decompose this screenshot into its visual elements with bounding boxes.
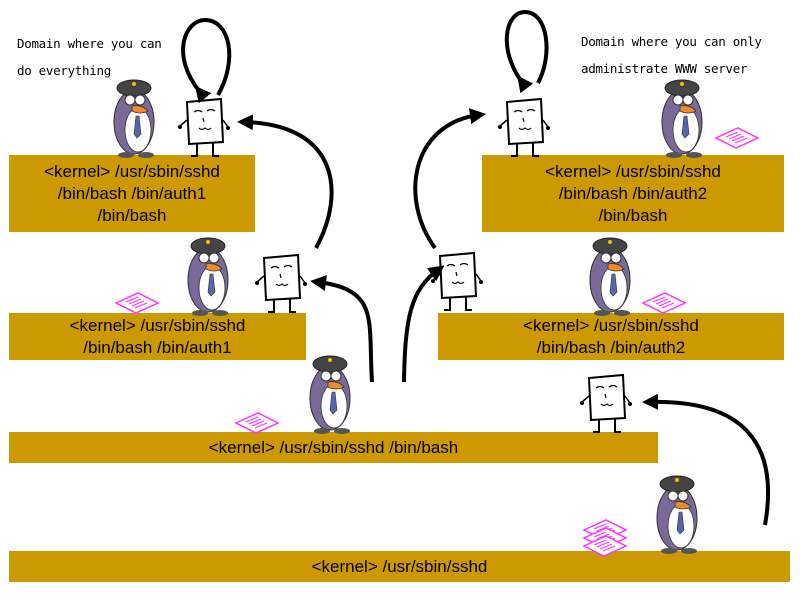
caption-line: Domain where you can only	[581, 34, 762, 49]
self-loop-arrow-icon	[504, 9, 549, 94]
domain-block-bash: <kernel> /usr/sbin/sshd /bin/bash	[9, 432, 658, 463]
block-line: /bin/bash /bin/auth1	[83, 337, 232, 357]
block-line: <kernel> /usr/sbin/sshd	[545, 161, 721, 181]
block-line: /bin/bash	[598, 205, 668, 225]
policy-document-icon	[715, 127, 759, 149]
transition-arrow-icon	[237, 114, 334, 249]
transition-arrow-icon	[310, 275, 374, 383]
process-paper-icon	[254, 254, 308, 313]
process-paper-icon	[579, 374, 633, 433]
caption-line: do everything	[17, 63, 111, 78]
block-line: /bin/bash /bin/auth2	[536, 337, 686, 357]
domain-block-auth2-bash: <kernel> /usr/sbin/sshd /bin/bash /bin/a…	[482, 155, 784, 232]
transition-arrow-icon	[642, 393, 771, 526]
penguin-police-icon	[589, 237, 631, 317]
domain-block-auth2: <kernel> /usr/sbin/sshd /bin/bash /bin/a…	[438, 313, 784, 360]
process-paper-icon	[177, 98, 231, 157]
block-line: <kernel> /usr/sbin/sshd	[311, 556, 488, 576]
domain-block-auth1: <kernel> /usr/sbin/sshd /bin/bash /bin/a…	[9, 313, 306, 360]
domain-block-auth1-bash: <kernel> /usr/sbin/sshd /bin/bash /bin/a…	[9, 155, 255, 232]
block-line: <kernel> /usr/sbin/sshd	[69, 315, 246, 335]
block-line: <kernel> /usr/sbin/sshd	[44, 161, 220, 181]
policy-document-icon	[115, 292, 159, 314]
policy-document-icon	[235, 412, 279, 434]
caption-line: Domain where you can	[17, 36, 162, 51]
process-paper-icon	[497, 98, 551, 157]
domain-block-sshd: <kernel> /usr/sbin/sshd	[9, 551, 790, 582]
transition-arrow-icon	[402, 265, 445, 383]
self-loop-arrow-icon	[181, 17, 232, 104]
caption-line: administrate WWW server	[581, 61, 748, 76]
block-line: <kernel> /usr/sbin/sshd /bin/bash	[208, 437, 459, 457]
penguin-police-icon	[661, 79, 703, 159]
caption-www-domain: Domain where you can only administrate W…	[581, 28, 762, 82]
penguin-police-icon	[187, 237, 229, 317]
block-line: <kernel> /usr/sbin/sshd	[523, 315, 699, 335]
caption-full-domain: Domain where you can do everything	[17, 30, 162, 84]
penguin-police-icon	[656, 475, 698, 555]
block-line: /bin/bash /bin/auth1	[57, 183, 207, 203]
penguin-police-icon	[309, 355, 351, 435]
penguin-police-icon	[113, 79, 155, 159]
policy-document-icon	[642, 292, 686, 314]
process-paper-icon	[430, 252, 484, 311]
block-line: /bin/bash /bin/auth2	[558, 183, 708, 203]
block-line: /bin/bash	[97, 205, 167, 225]
transition-arrow-icon	[413, 108, 486, 250]
